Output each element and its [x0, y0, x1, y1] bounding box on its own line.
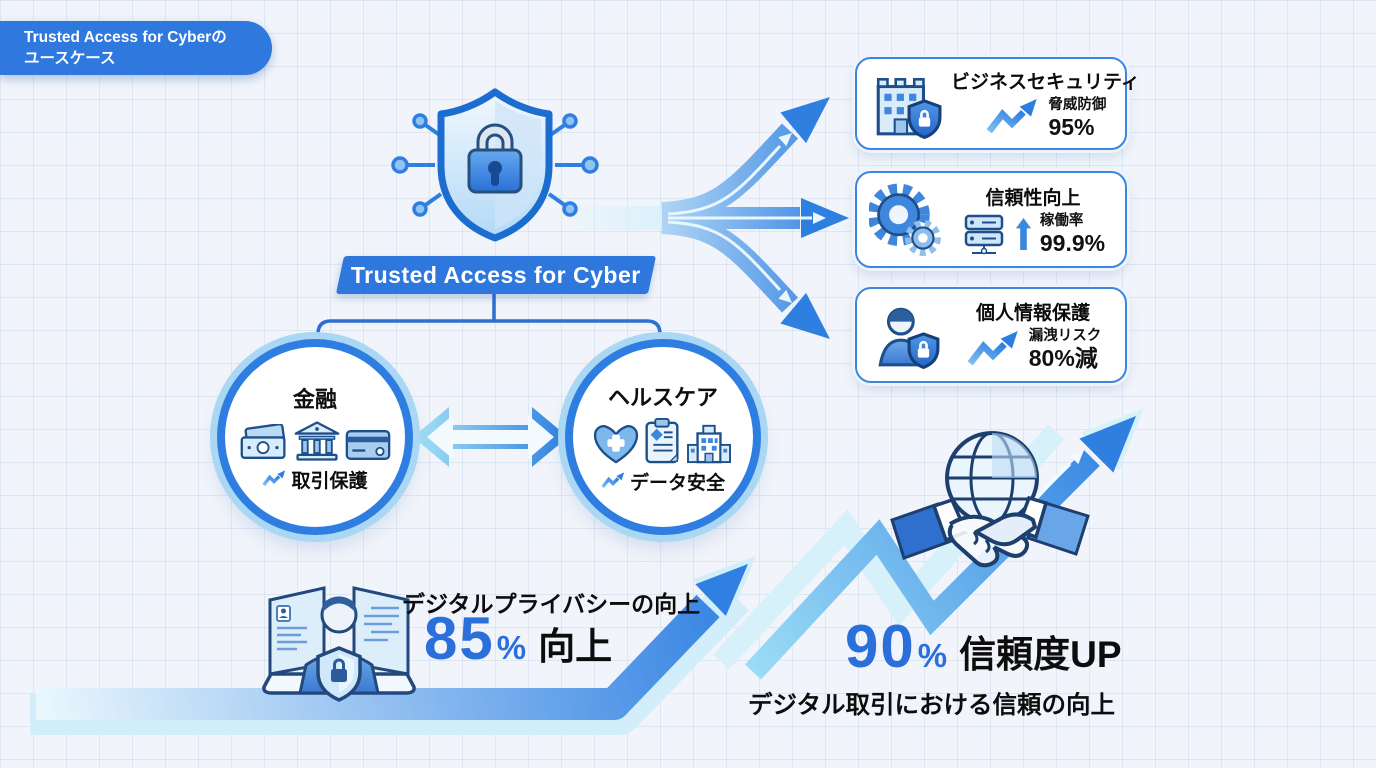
privacy-stat-unit: % [496, 629, 527, 666]
metric-label: 稼働率 [1039, 212, 1084, 229]
sector-circle-finance: 金融 [217, 339, 413, 535]
sector-title-healthcare: ヘルスケア [607, 384, 718, 410]
benefit-box-business-security: ビジネスセキュリティ 脅威防御 95% [855, 57, 1140, 150]
globe-handshake-icon [890, 431, 1090, 568]
building-shield-icon [867, 68, 945, 140]
trend-up-icon [987, 99, 1038, 134]
person-laptop-icon [262, 586, 416, 702]
hub-banner: Trusted Access for Cyber [335, 256, 657, 294]
heart-cross-icon [593, 424, 639, 463]
privacy-stat-value: 85 [424, 605, 495, 672]
finance-benefit: 取引保護 [262, 466, 368, 493]
benefit-box-reliability: 信頼性向上 稼働率 99.9% [855, 171, 1127, 268]
hub-connectors [316, 291, 662, 349]
benefit-metric: 漏洩リスク 80%減 [965, 328, 1102, 372]
benefit-box-privacy: 個人情報保護 漏洩リスク 80%減 [855, 287, 1127, 383]
privacy-stat-suffix: 向上 [538, 626, 613, 667]
clipboard-icon [645, 417, 679, 463]
trust-stat-label: 信頼度UP [959, 634, 1122, 675]
server-icon [964, 215, 1004, 255]
sector-title-finance: 金融 [292, 386, 337, 412]
gears-icon [867, 183, 945, 257]
sector-circle-healthcare: ヘルスケア [565, 339, 761, 535]
metric-label: 脅威防御 [1048, 96, 1107, 113]
hospital-icon [687, 424, 731, 463]
trend-up-icon [262, 470, 286, 487]
hub-banner-label: Trusted Access for Cyber [351, 261, 641, 288]
healthcare-benefit: データ安全 [601, 468, 725, 495]
benefit-metric: 稼働率 99.9% [961, 213, 1105, 256]
trust-stat-unit: % [917, 637, 948, 674]
branch-arrows [575, 97, 849, 339]
money-icon [240, 423, 286, 459]
healthcare-benefit-label: データ安全 [629, 472, 725, 494]
trust-stat-value: 90 [845, 613, 916, 680]
benefit-metric: 脅威防御 95% [984, 97, 1106, 140]
benefit-title: 信頼性向上 [985, 187, 1081, 209]
metric-value: 99.9% [1039, 229, 1106, 256]
trust-stat: 90 % 信頼度UP [845, 612, 1122, 681]
credit-card-icon [345, 429, 391, 460]
healthcare-icons [593, 417, 733, 464]
privacy-stat: 85 % 向上 [424, 604, 612, 673]
bank-icon [294, 420, 340, 461]
metric-value: 95% [1048, 113, 1095, 140]
trend-up-icon [601, 472, 625, 489]
privacy-growth-arrow [30, 556, 756, 735]
shield-network-icon [391, 88, 599, 242]
finance-benefit-label: 取引保護 [291, 470, 368, 492]
trend-up-icon [967, 330, 1018, 366]
trust-caption: デジタル取引における信頼の向上 [748, 692, 1116, 719]
bidirectional-arrow [413, 407, 568, 467]
metric-value: 80%減 [1028, 345, 1098, 372]
finance-icons [239, 420, 391, 462]
badge-line-1: Trusted Access for Cyberの [24, 29, 227, 46]
title-badge: Trusted Access for Cyberの ユースケース [0, 21, 272, 75]
up-arrow-icon [1015, 218, 1031, 251]
badge-line-2: ユースケース [24, 49, 116, 67]
metric-label: 漏洩リスク [1028, 328, 1102, 345]
benefit-title: 個人情報保護 [975, 303, 1090, 325]
person-shield-icon [867, 299, 945, 371]
privacy-title: デジタルプライバシーの向上 [402, 591, 701, 617]
benefit-title: ビジネスセキュリティ [951, 71, 1140, 93]
